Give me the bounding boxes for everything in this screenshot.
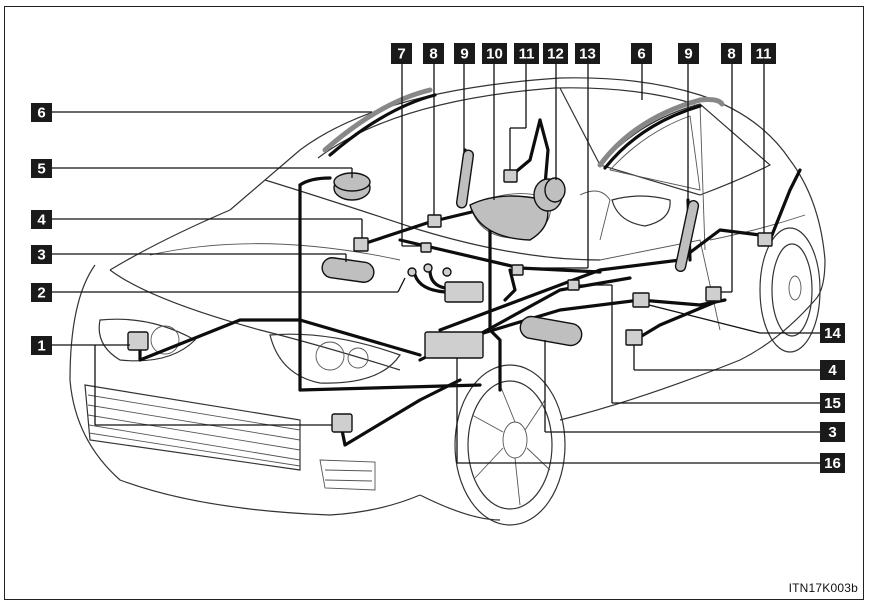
car-body xyxy=(69,77,826,526)
front-seat-side-airbag-right xyxy=(674,199,700,273)
svg-text:10: 10 xyxy=(486,46,503,63)
callout-4-right: 4 xyxy=(820,360,845,380)
leader-lines xyxy=(52,64,820,464)
diagram-frame xyxy=(4,6,864,600)
callout-4: 4 xyxy=(31,210,52,229)
svg-text:14: 14 xyxy=(824,325,841,342)
callout-9: 9 xyxy=(454,43,475,64)
callout-15: 15 xyxy=(820,393,845,413)
front-seat-side-airbag xyxy=(455,149,475,209)
svg-text:3: 3 xyxy=(37,247,45,264)
figure-code: ITN17K003b xyxy=(788,581,858,595)
svg-text:8: 8 xyxy=(727,46,735,63)
svg-text:3: 3 xyxy=(828,424,836,441)
curtain-airbags xyxy=(322,87,725,170)
callout-11: 11 xyxy=(514,43,539,64)
callout-6-top: 6 xyxy=(631,43,652,64)
svg-text:6: 6 xyxy=(637,46,645,63)
svg-text:12: 12 xyxy=(547,46,564,63)
callout-3-right: 3 xyxy=(820,422,845,442)
callout-10: 10 xyxy=(482,43,507,64)
svg-text:5: 5 xyxy=(37,161,45,178)
callout-5: 5 xyxy=(31,159,52,178)
svg-text:7: 7 xyxy=(397,46,405,63)
callout-11-right: 11 xyxy=(751,43,776,64)
callout-6: 6 xyxy=(31,103,52,122)
front-passenger-airbag xyxy=(469,195,549,241)
callout-1: 1 xyxy=(31,336,52,355)
svg-text:16: 16 xyxy=(824,455,841,472)
front-airbag-sensor xyxy=(127,331,149,351)
svg-text:13: 13 xyxy=(579,46,596,63)
svg-text:2: 2 xyxy=(37,285,45,302)
callout-7: 7 xyxy=(391,43,412,64)
components xyxy=(127,149,773,433)
svg-text:9: 9 xyxy=(684,46,692,63)
callout-9-right: 9 xyxy=(678,43,699,64)
svg-text:11: 11 xyxy=(519,46,535,63)
wiring-harness xyxy=(138,118,802,447)
svg-text:1: 1 xyxy=(37,338,45,355)
callout-16: 16 xyxy=(820,453,845,473)
callout-3: 3 xyxy=(31,245,52,264)
svg-text:4: 4 xyxy=(37,212,46,229)
callout-14: 14 xyxy=(820,323,845,343)
callout-8-right: 8 xyxy=(721,43,742,64)
knee-airbag xyxy=(321,257,375,283)
svg-text:6: 6 xyxy=(37,105,45,122)
svg-text:15: 15 xyxy=(824,395,841,412)
svg-text:9: 9 xyxy=(460,46,468,63)
svg-text:11: 11 xyxy=(756,46,772,63)
svg-text:4: 4 xyxy=(828,362,837,379)
callout-13: 13 xyxy=(575,43,600,64)
svg-text:8: 8 xyxy=(429,46,437,63)
callout-12: 12 xyxy=(543,43,568,64)
airbag-sensor-assembly xyxy=(424,331,484,359)
passenger-knee-airbag xyxy=(519,315,583,347)
callout-8: 8 xyxy=(423,43,444,64)
front-airbag-sensor-right xyxy=(331,413,353,433)
airbag-ecu xyxy=(444,281,484,303)
callout-2: 2 xyxy=(31,283,52,302)
